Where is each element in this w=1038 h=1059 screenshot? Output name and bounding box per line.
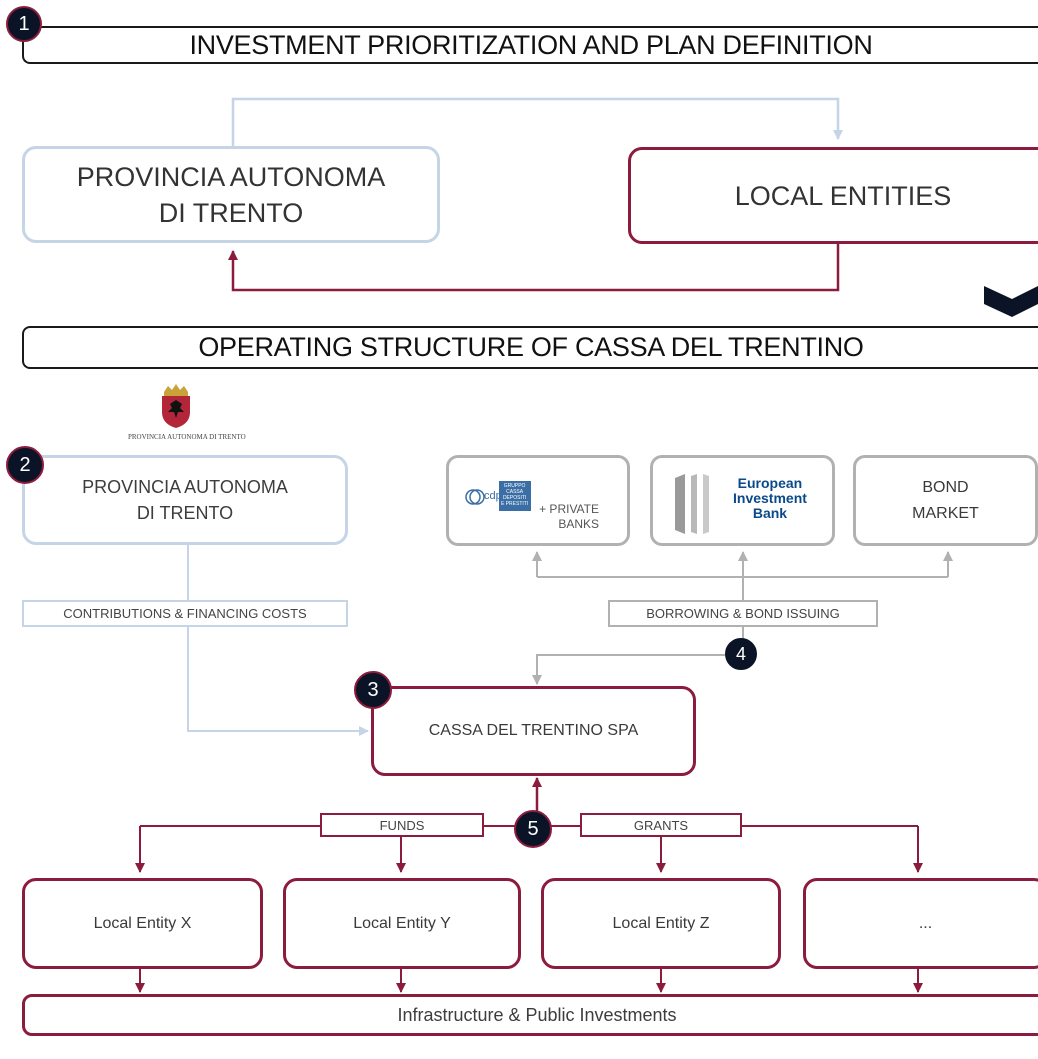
section-title-plan-text: INVESTMENT PRIORITIZATION AND PLAN DEFIN… <box>189 29 873 60</box>
section-title-operating: OPERATING STRUCTURE OF CASSA DEL TRENTIN… <box>22 326 1038 369</box>
cdp-logo-line4: E PRESTITI <box>501 501 529 507</box>
eib-box: European Investment Bank <box>650 455 835 546</box>
arrow-pat-to-local <box>231 97 843 146</box>
eib-line1: European <box>737 475 803 491</box>
arrow-pat-to-cassa <box>187 545 369 736</box>
grants-label-text: GRANTS <box>633 817 689 833</box>
chevron-down-icon <box>984 286 1038 317</box>
contributions-label: CONTRIBUTIONS & FINANCING COSTS <box>22 600 348 627</box>
local-entity-z-label: Local Entity Z <box>612 914 710 932</box>
cdp-line1: + PRIVATE <box>539 502 599 516</box>
section-title-operating-text: OPERATING STRUCTURE OF CASSA DEL TRENTIN… <box>198 332 864 362</box>
bond-line2: MARKET <box>912 504 979 522</box>
cdp-logo-line3: DEPOSITI <box>502 495 527 501</box>
cdp-box: cdp GRUPPO CASSA DEPOSITI E PRESTITI + P… <box>446 455 630 546</box>
step-badge-3: 3 <box>354 671 392 709</box>
pat-plan-line1: PROVINCIA AUTONOMA <box>76 161 386 192</box>
local-entity-more-label: ... <box>918 914 933 932</box>
cdp-logo-mark: cdp <box>484 490 502 502</box>
infrastructure-label: Infrastructure & Public Investments <box>397 1005 677 1025</box>
local-entities-label: LOCAL ENTITIES <box>734 180 952 211</box>
step-badge-2: 2 <box>6 446 44 484</box>
pat-box-plan: PROVINCIA AUTONOMA DI TRENTO <box>22 146 440 243</box>
borrowing-label-text: BORROWING & BOND ISSUING <box>646 606 840 621</box>
cdp-logo-line1: GRUPPO <box>503 483 526 489</box>
section-title-plan: INVESTMENT PRIORITIZATION AND PLAN DEFIN… <box>22 26 1038 64</box>
local-entity-x-label: Local Entity X <box>93 914 192 932</box>
cdp-logo: cdp GRUPPO CASSA DEPOSITI E PRESTITI <box>463 480 533 514</box>
local-entity-z-box: Local Entity Z <box>541 878 781 969</box>
funds-label-text: FUNDS <box>379 817 425 833</box>
eib-line2: Investment <box>733 490 807 506</box>
cassa-box: CASSA DEL TRENTINO SPA <box>371 686 696 776</box>
arrow-local-to-pat <box>228 244 840 292</box>
infrastructure-box: Infrastructure & Public Investments <box>22 994 1038 1036</box>
crest-caption: PROVINCIA AUTONOMA DI TRENTO <box>128 433 246 441</box>
local-entities-box: LOCAL ENTITIES <box>628 147 1038 244</box>
pat-line2: DI TRENTO <box>136 503 234 523</box>
eib-logo <box>671 472 721 536</box>
funds-label: FUNDS <box>320 813 484 837</box>
cdp-line2: BANKS <box>558 517 599 531</box>
local-entity-y-label: Local Entity Y <box>353 914 451 932</box>
eib-line3: Bank <box>752 505 788 521</box>
arrow-to-cassa-grey <box>532 654 725 685</box>
step-badge-1: 1 <box>6 6 42 42</box>
local-entity-y-box: Local Entity Y <box>283 878 521 969</box>
contributions-label-text: CONTRIBUTIONS & FINANCING COSTS <box>63 606 307 621</box>
step-badge-4: 4 <box>725 638 757 670</box>
crest-icon <box>158 384 194 428</box>
pat-box: PROVINCIA AUTONOMA DI TRENTO <box>22 455 348 545</box>
pat-plan-line2: DI TRENTO <box>158 197 304 228</box>
borrowing-label: BORROWING & BOND ISSUING <box>608 600 878 627</box>
step-badge-5: 5 <box>514 810 552 848</box>
bond-market-box: BOND MARKET <box>853 455 1038 546</box>
grants-label: GRANTS <box>580 813 742 837</box>
cassa-label: CASSA DEL TRENTINO SPA <box>428 722 639 739</box>
local-entity-more-box: ... <box>803 878 1038 969</box>
pat-line1: PROVINCIA AUTONOMA <box>82 477 288 497</box>
local-entity-x-box: Local Entity X <box>22 878 263 969</box>
cdp-logo-line2: CASSA <box>506 489 524 495</box>
bond-line1: BOND <box>922 478 969 496</box>
